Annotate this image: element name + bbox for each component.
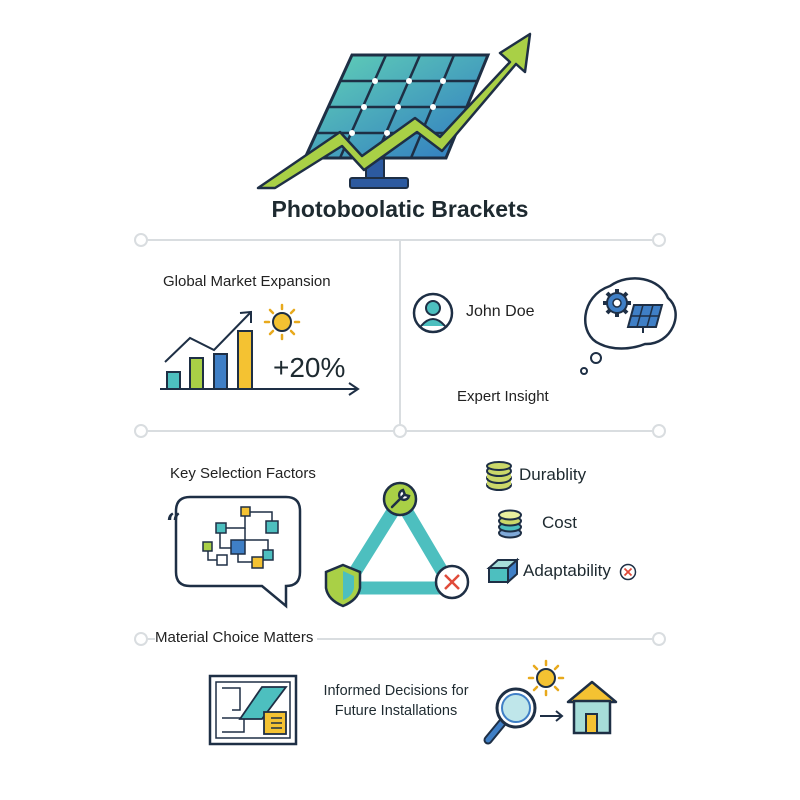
magnifier-icon [483, 687, 537, 745]
coin-stack-icon [498, 509, 522, 539]
expert-caption: Expert Insight [457, 388, 549, 405]
decision-flow-icons [483, 659, 618, 745]
factors-heading: Key Selection Factors [170, 465, 316, 482]
house-icon [566, 680, 618, 735]
arrow-right-icon [540, 710, 564, 722]
material-heading: Material Choice Matters [155, 629, 318, 646]
gear-icon [603, 289, 631, 317]
sun-icon [527, 659, 565, 697]
factor-durability: Durablity [519, 465, 587, 484]
decisions-line-2: Future Installations [334, 703, 458, 719]
solar-panel-icon [626, 304, 664, 333]
thought-bubble [580, 277, 677, 375]
sun-icon [263, 303, 301, 341]
page-title: Photoboolatic Brackets [271, 196, 529, 222]
close-circle-icon [434, 564, 470, 600]
growth-value: +20% [273, 352, 346, 383]
svg-text:“: “ [166, 509, 181, 539]
database-stack-icon [486, 461, 512, 491]
expert-name: John Doe [466, 303, 535, 320]
decisions-line-1: Informed Decisions for [323, 683, 469, 699]
market-heading: Global Market Expansion [163, 273, 331, 290]
close-circle-icon [619, 563, 637, 581]
shield-icon [324, 563, 362, 608]
bar-chart-icon [160, 310, 360, 396]
wrench-icon [382, 481, 418, 517]
solar-panel-growth-illustration [256, 32, 532, 190]
factor-adaptability: Adaptability [523, 561, 611, 580]
factors-cycle-diagram [324, 481, 470, 608]
beam-icon [486, 557, 520, 585]
flowchart-speech-icon: “ [166, 495, 302, 609]
factor-cost: Cost [542, 513, 577, 532]
user-avatar-icon [412, 292, 454, 334]
blueprint-icon [208, 674, 298, 746]
